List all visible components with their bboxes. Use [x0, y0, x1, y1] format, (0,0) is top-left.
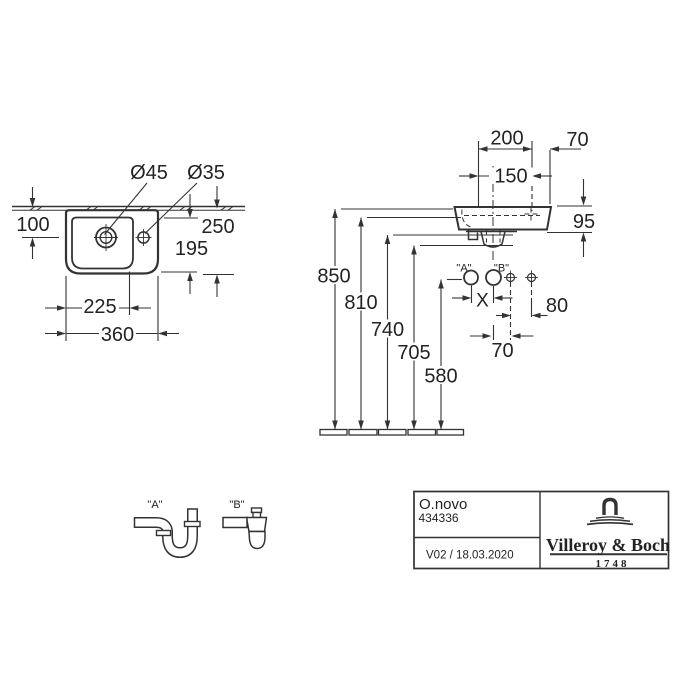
label-dim-810: 810: [344, 292, 377, 314]
label-dim-705: 705: [397, 342, 430, 364]
height-dim-lines: [332, 209, 444, 430]
dim-70-top: [550, 146, 581, 152]
dim-250: [203, 186, 234, 297]
plan-view: [12, 182, 245, 341]
label-dim-200: 200: [490, 128, 523, 150]
dim-ext-lines-top: [477, 141, 551, 211]
brand-year: 1748: [596, 558, 630, 570]
label-dim-70-bottom: 70: [491, 340, 513, 362]
basin-outlet: [466, 229, 517, 248]
height-ext-lines: [341, 208, 513, 281]
basin-outline-front: [453, 206, 553, 231]
basin-bowl-plan: [71, 216, 134, 270]
label-fixing-b: "B": [494, 263, 509, 275]
label-diameter-35: Ø35: [187, 162, 225, 184]
basin-outline-plan: [64, 209, 160, 275]
label-dim-70-top: 70: [566, 129, 588, 151]
label-dim-150: 150: [494, 166, 527, 188]
title-block: [413, 490, 670, 570]
dim-x: [452, 285, 513, 303]
brand-name: Villeroy & Boch: [546, 535, 670, 555]
product-name: O.novo: [419, 496, 467, 513]
label-backgrounds: [82, 167, 533, 384]
dim-200: [478, 146, 532, 152]
dim-80: [496, 282, 548, 340]
dim-95: [547, 179, 592, 257]
label-trap-b: "B": [229, 499, 244, 511]
label-trap-a: "A": [147, 499, 162, 511]
floor-line: [319, 428, 465, 436]
dim-100: [22, 187, 59, 259]
label-dim-95: 95: [573, 211, 595, 233]
fixing-holes: [463, 269, 538, 286]
label-dim-x: X: [476, 291, 489, 312]
label-dim-850: 850: [317, 266, 350, 288]
label-dim-740: 740: [371, 319, 404, 341]
label-dim-360: 360: [101, 324, 134, 346]
dim-195: [161, 194, 198, 294]
leader-45: [104, 182, 148, 235]
version-date: V02 / 18.03.2020: [426, 550, 514, 562]
trap-detail-b: [222, 507, 268, 550]
leader-35: [144, 182, 198, 234]
brand-logo-icon: [586, 497, 634, 526]
article-number: 434336: [419, 511, 459, 525]
label-dim-80: 80: [546, 295, 568, 317]
dim-70-bottom: [470, 325, 534, 340]
label-dim-225: 225: [83, 296, 116, 318]
label-dim-580: 580: [424, 366, 457, 388]
label-dim-250: 250: [201, 216, 234, 238]
label-dim-195: 195: [175, 238, 208, 260]
trap-detail-a: [133, 508, 201, 558]
hole-35: [135, 229, 152, 246]
fixing-hole-a: [463, 269, 479, 286]
fixing-hole-b: [485, 269, 502, 286]
label-dim-100: 100: [16, 214, 49, 236]
label-diameter-45: Ø45: [130, 162, 168, 184]
label-fixing-a: "A": [456, 263, 471, 275]
tap-hole-45: [94, 224, 118, 251]
basin-hidden-lines: [461, 207, 540, 243]
front-view: [319, 141, 592, 436]
